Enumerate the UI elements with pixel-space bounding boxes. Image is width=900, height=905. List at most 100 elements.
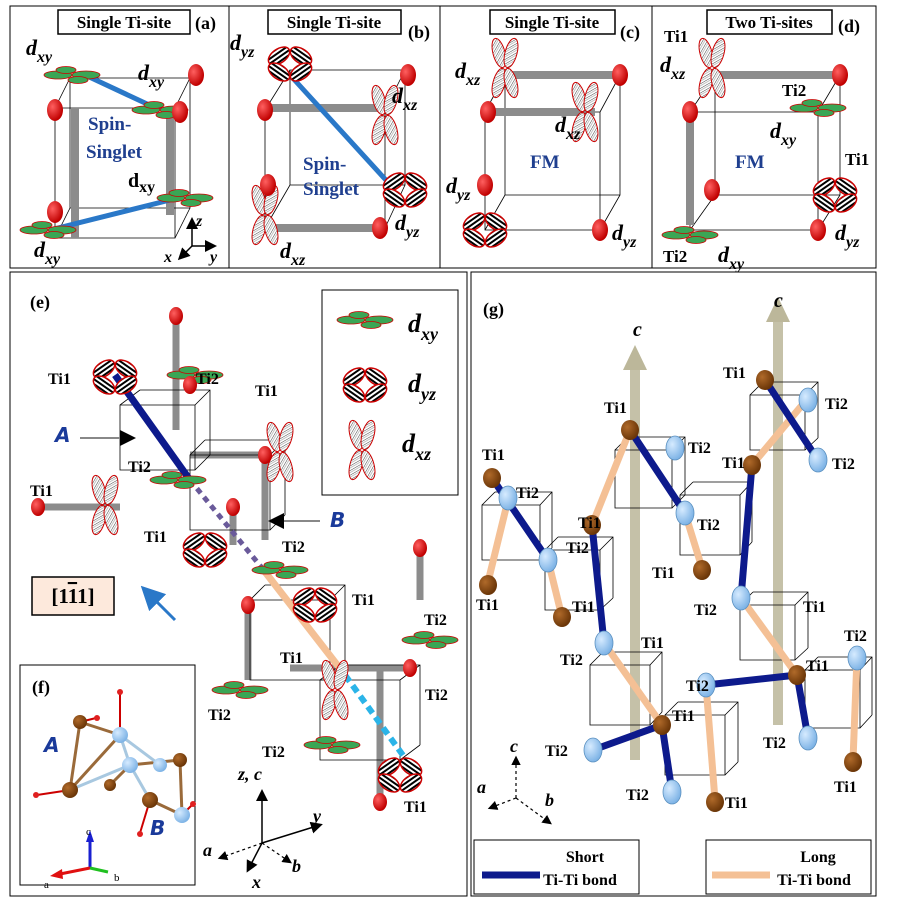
svg-text:a: a <box>477 777 486 797</box>
svg-text:Ti2: Ti2 <box>663 247 687 266</box>
legend-short <box>473 839 640 895</box>
svg-text:Ti1: Ti1 <box>352 592 375 609</box>
svg-text:Ti2: Ti2 <box>128 459 151 476</box>
svg-text:Ti2: Ti2 <box>424 612 447 629</box>
svg-text:Ti2: Ti2 <box>832 456 855 473</box>
svg-text:Ti1: Ti1 <box>845 150 869 169</box>
svg-text:Ti1: Ti1 <box>404 799 427 816</box>
panel-b-center-2: Singlet <box>303 179 360 200</box>
panel-c: Single Ti-site (c) dxz dxz dyz dyz FM <box>446 9 640 252</box>
svg-text:Ti1: Ti1 <box>578 515 601 532</box>
panel-c-tag: (c) <box>620 22 640 43</box>
svg-text:Ti1: Ti1 <box>572 599 595 616</box>
panel-a-center-1: Spin- <box>88 114 131 135</box>
svg-text:Ti2: Ti2 <box>196 371 219 388</box>
panel-b-header: Single Ti-site <box>287 13 382 32</box>
svg-text:Ti1: Ti1 <box>255 383 278 400</box>
svg-text:Ti2: Ti2 <box>560 652 583 669</box>
svg-text:dyz: dyz <box>612 220 637 251</box>
svg-text:Ti1: Ti1 <box>482 447 505 464</box>
panel-b-tag: (b) <box>408 22 430 43</box>
marker-a: A <box>53 423 70 447</box>
panel-a-label-dxy-3: dxy <box>128 170 155 196</box>
svg-text:Ti2: Ti2 <box>516 485 539 502</box>
panel-d-tag: (d) <box>838 16 860 37</box>
panel-f-marker-a: A <box>42 733 59 757</box>
svg-text:Ti1: Ti1 <box>144 529 167 546</box>
panel-b: Single Ti-site (b) dyz dxz dyz dxz Spin-… <box>230 9 431 269</box>
svg-text:Ti1: Ti1 <box>48 371 71 388</box>
svg-text:dxy: dxy <box>408 309 439 344</box>
panel-a: Single Ti-site (a) dxy dxy dxy dxy <box>19 9 218 268</box>
svg-text:Ti2: Ti2 <box>262 744 285 761</box>
svg-text:Ti2: Ti2 <box>763 735 786 752</box>
svg-text:y: y <box>311 806 322 826</box>
svg-text:Ti2: Ti2 <box>545 743 568 760</box>
svg-text:dxy: dxy <box>770 118 797 149</box>
svg-text:dyz: dyz <box>835 220 860 251</box>
svg-text:z: z <box>195 213 203 230</box>
panel-d: Two Ti-sites (d) Ti1 dxz Ti2 dxy Ti1 dyz… <box>660 9 869 273</box>
svg-text:Ti1: Ti1 <box>476 597 499 614</box>
svg-text:Ti2: Ti2 <box>566 540 589 557</box>
svg-text:dxz: dxz <box>555 112 581 143</box>
panel-f-tag: (f) <box>32 677 50 698</box>
svg-text:Ti2: Ti2 <box>425 687 448 704</box>
svg-text:Ti1: Ti1 <box>803 599 826 616</box>
legend-short-line2: Ti-Ti bond <box>543 872 617 889</box>
panel-a-label-dxy-1: dxy <box>26 35 53 66</box>
panel-d-header: Two Ti-sites <box>725 13 813 32</box>
svg-text:Ti2: Ti2 <box>208 707 231 724</box>
svg-text:Ti1: Ti1 <box>672 708 695 725</box>
svg-text:dyz: dyz <box>446 173 471 204</box>
legend-short-line1: Short <box>566 849 605 866</box>
svg-text:Ti2: Ti2 <box>626 787 649 804</box>
svg-text:Ti1: Ti1 <box>280 650 303 667</box>
svg-text:dyz: dyz <box>395 210 420 241</box>
svg-text:a: a <box>203 840 212 860</box>
svg-text:Ti2: Ti2 <box>694 602 717 619</box>
svg-text:dxz: dxz <box>455 58 481 89</box>
panel-a-label-dxy-4: dxy <box>34 237 61 268</box>
svg-text:Ti1: Ti1 <box>604 400 627 417</box>
panel-g-tag: (g) <box>483 299 504 320</box>
panel-b-center-1: Spin- <box>303 154 346 175</box>
svg-text:dyz: dyz <box>408 369 436 404</box>
svg-text:b: b <box>545 790 554 810</box>
panel-e-tag: (e) <box>30 292 50 313</box>
svg-text:dyz: dyz <box>230 30 255 61</box>
svg-text:c: c <box>86 826 91 838</box>
svg-text:Ti1: Ti1 <box>652 565 675 582</box>
panel-f: (f) <box>19 664 196 891</box>
svg-text:z, c: z, c <box>237 764 262 784</box>
panel-g: (g) c c <box>473 290 873 895</box>
svg-text:y: y <box>208 249 218 266</box>
svg-text:c: c <box>510 736 518 756</box>
panel-c-center: FM <box>530 152 560 173</box>
svg-text:dxy: dxy <box>718 242 745 273</box>
svg-text:Ti1: Ti1 <box>725 795 748 812</box>
panel-f-marker-b: B <box>150 816 165 840</box>
legend-long-line1: Long <box>800 849 836 866</box>
svg-text:x: x <box>163 249 172 266</box>
svg-text:c: c <box>633 319 642 341</box>
svg-text:Ti2: Ti2 <box>282 539 305 556</box>
svg-text:Ti2: Ti2 <box>686 678 709 695</box>
panel-e: (e) dxy dyz dxz <box>30 289 459 892</box>
svg-text:dxz: dxz <box>660 52 686 83</box>
svg-text:Ti2: Ti2 <box>688 440 711 457</box>
legend-long-line2: Ti-Ti bond <box>777 872 851 889</box>
svg-text:Ti1: Ti1 <box>30 483 53 500</box>
svg-text:Ti2: Ti2 <box>825 396 848 413</box>
panel-a-label-dxy-2: dxy <box>138 60 165 91</box>
svg-text:Ti1: Ti1 <box>664 27 688 46</box>
svg-text:dxz: dxz <box>402 429 431 464</box>
svg-text:a: a <box>44 879 49 891</box>
svg-text:Ti2: Ti2 <box>844 628 867 645</box>
svg-text:b: b <box>292 856 301 876</box>
svg-text:Ti2: Ti2 <box>697 517 720 534</box>
svg-text:Ti1: Ti1 <box>722 455 745 472</box>
svg-text:dxz: dxz <box>280 238 306 269</box>
svg-text:Ti1: Ti1 <box>641 635 664 652</box>
